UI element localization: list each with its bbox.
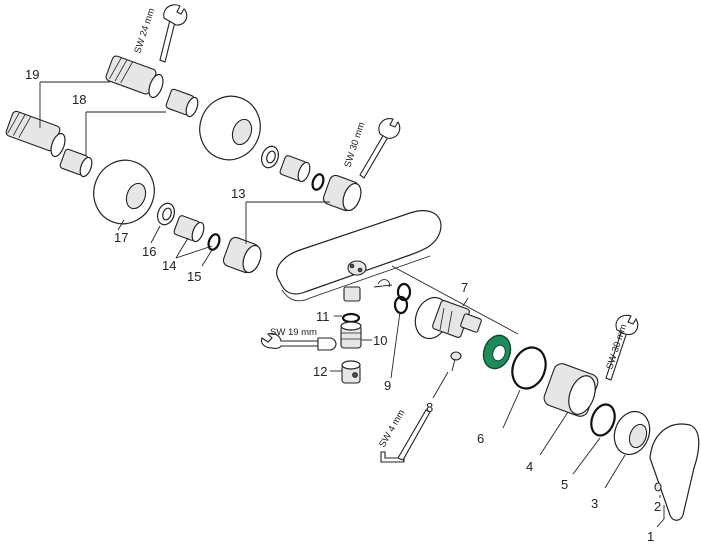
tool-label-sw30-right: SW 30 mm <box>604 323 629 371</box>
part-17-rosette-upper <box>199 95 261 161</box>
part-3-rosette <box>613 410 651 456</box>
label-14: 14 <box>162 258 176 273</box>
leader-lines <box>39 81 665 528</box>
label-9: 9 <box>384 378 391 393</box>
part-13-nut-lower <box>222 236 262 274</box>
label-7: 7 <box>461 280 468 295</box>
hex-key-sw4-icon <box>380 409 431 463</box>
label-11: 11 <box>316 309 330 324</box>
part-2-screw <box>654 482 662 492</box>
part-4-sleeve <box>543 363 599 417</box>
part-18-adapter-upper <box>165 88 199 118</box>
label-10: 10 <box>373 333 387 348</box>
part-13-nut-upper <box>322 174 362 212</box>
part-16-washer-upper <box>260 145 280 169</box>
part-16-washer-lower <box>156 202 176 226</box>
part-6-oring <box>511 346 547 390</box>
cartridge-nut-green <box>482 334 512 370</box>
part-17-rosette-lower <box>93 159 155 225</box>
label-5: 5 <box>561 477 568 492</box>
part-15-oring-upper <box>311 173 325 191</box>
part-18-adapter-lower <box>59 148 93 178</box>
label-6: 6 <box>477 431 484 446</box>
label-16: 16 <box>142 244 156 259</box>
tool-label-sw4: SW 4 mm <box>377 408 407 450</box>
part-9-oring-pair <box>393 282 412 315</box>
label-3: 3 <box>591 496 598 511</box>
label-2: 2 <box>654 499 661 514</box>
part-8-screw <box>450 351 462 372</box>
wrench-sw24-icon <box>159 4 188 63</box>
label-1: 1 <box>647 529 654 544</box>
label-4: 4 <box>526 459 533 474</box>
label-18: 18 <box>72 92 86 107</box>
part-7-cartridge <box>414 296 482 340</box>
part-5-oring <box>590 403 616 437</box>
part-19-connector-lower <box>5 110 66 158</box>
part-1-handle <box>649 423 700 521</box>
part-12-valve <box>341 360 361 384</box>
wrench-sw30-upper-icon <box>359 118 401 179</box>
tool-label-sw30-top: SW 30 mm <box>342 121 367 169</box>
label-13: 13 <box>231 186 245 201</box>
part-14-valve-upper <box>279 155 311 183</box>
part-14-valve-lower <box>173 215 205 243</box>
tool-label-sw24: SW 24 mm <box>132 7 157 55</box>
tool-label-sw19: SW 19 mm <box>270 327 317 338</box>
part-10-insert <box>340 321 362 349</box>
wrench-sw30-right-icon <box>605 314 639 381</box>
label-8: 8 <box>426 400 433 415</box>
wrench-sw19-icon <box>260 332 337 351</box>
label-12: 12 <box>313 364 327 379</box>
mixer-body <box>276 210 442 302</box>
part-15-oring-lower <box>207 233 221 251</box>
label-17: 17 <box>114 230 128 245</box>
label-19: 19 <box>25 67 39 82</box>
part-19-connector-upper <box>105 55 164 99</box>
label-15: 15 <box>187 269 201 284</box>
part-11-oring <box>341 312 361 324</box>
